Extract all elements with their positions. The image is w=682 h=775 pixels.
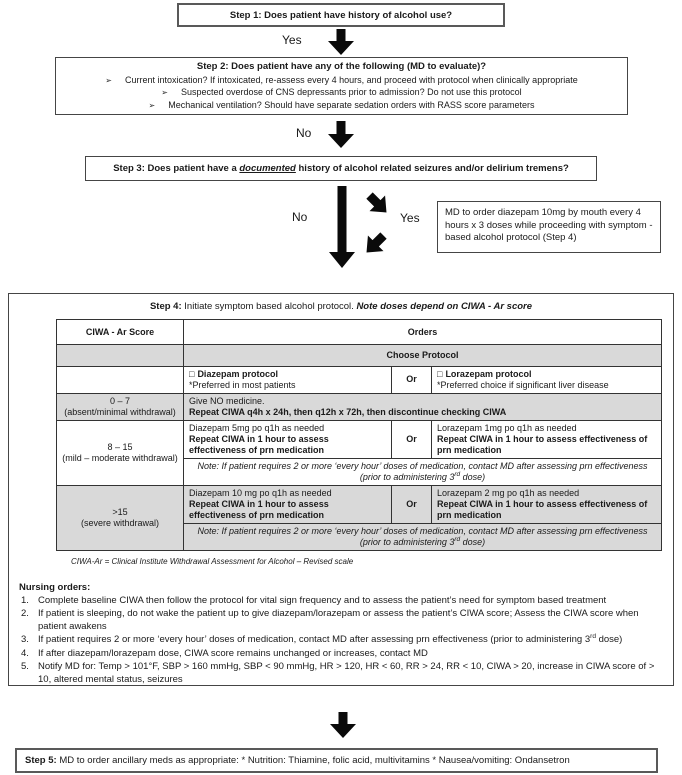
step4-box: Step 4: Initiate symptom based alcohol p… <box>8 293 674 686</box>
score-row-gt15: >15 (severe withdrawal) Diazepam 10 mg p… <box>56 484 663 551</box>
note-8-15-cell: Note: If patient requires 2 or more ‘eve… <box>182 457 663 486</box>
bullet-arrow-icon: ➢ <box>105 75 112 85</box>
diazepam-protocol-cell: □Diazepam protocol *Preferred in most pa… <box>183 366 392 394</box>
nursing-order-item: 2. If patient is sleeping, do not wake t… <box>21 608 639 632</box>
or-label: Or <box>391 366 432 394</box>
nursing-order-item: 3. If patient requires 2 or more ‘every … <box>21 633 623 646</box>
choose-protocol-label: Choose Protocol <box>182 344 663 367</box>
score-gt15-cell: >15 (severe withdrawal) <box>56 484 184 551</box>
lorazepam-gt15-cell: Lorazepam 2 mg po q1h as needed Repeat C… <box>430 484 663 524</box>
step2-bullet-1-text: Current intoxication? If intoxicated, re… <box>124 74 578 85</box>
or-label: Or <box>391 419 432 459</box>
step2-box: Step 2: Does patient have any of the fol… <box>55 57 628 115</box>
step1-text: Step 1: Does patient have history of alc… <box>229 9 453 21</box>
protocol-select-row: □Diazepam protocol *Preferred in most pa… <box>56 366 663 394</box>
score-0-7-cell: 0 – 7 (absent/minimal withdrawal) <box>56 392 184 421</box>
step1-box: Step 1: Does patient have history of alc… <box>177 3 505 27</box>
step3-text: Step 3: Does patient have a documented h… <box>113 163 569 174</box>
nursing-order-item: 5. Notify MD for: Temp > 101°F, SBP > 16… <box>21 661 655 685</box>
diazepam-8-15-cell: Diazepam 5mg po q1h as needed Repeat CIW… <box>183 419 392 459</box>
note-row-gt15: Note: If patient requires 2 or more ‘eve… <box>57 522 663 551</box>
lorazepam-preferred-note: *Preferred choice if significant liver d… <box>437 379 609 390</box>
diazepam-checkbox[interactable]: □ <box>189 369 195 379</box>
step2-bullet-3-text: Mechanical ventilation? Should have sepa… <box>168 99 535 110</box>
no-label-2: No <box>292 210 308 224</box>
step2-bullet-2: ➢ Suspected overdose of CNS depressants … <box>56 87 627 97</box>
ciwa-footnote: CIWA-Ar = Clinical Institute Withdrawal … <box>71 556 354 566</box>
choose-protocol-row: Choose Protocol <box>56 344 663 367</box>
step2-bullet-3: ➢ Mechanical ventilation? Should have se… <box>56 100 627 110</box>
diagonal-arrow-se-icon <box>366 192 387 213</box>
score-column-header: CIWA - Ar Score <box>56 319 184 345</box>
note-row-8-15: Note: If patient requires 2 or more ‘eve… <box>57 457 663 486</box>
diazepam-preferred-note: *Preferred in most patients <box>189 379 296 390</box>
down-arrow-icon <box>328 29 354 55</box>
diazepam-gt15-cell: Diazepam 10 mg po q1h as needed Repeat C… <box>183 484 392 524</box>
lorazepam-protocol-cell: □Lorazepam protocol *Preferred choice if… <box>430 366 663 394</box>
step4-title: Step 4: Initiate symptom based alcohol p… <box>149 301 533 312</box>
or-label: Or <box>391 484 432 524</box>
documented-emphasis: documented <box>239 163 296 174</box>
step2-bullet-1: ➢ Current intoxication? If intoxicated, … <box>56 75 627 85</box>
lorazepam-8-15-cell: Lorazepam 1mg po q1h as needed Repeat CI… <box>430 419 663 459</box>
bullet-arrow-icon: ➢ <box>148 100 156 110</box>
lorazepam-checkbox[interactable]: □ <box>437 369 443 379</box>
nursing-order-item: 1. Complete baseline CIWA then follow th… <box>21 594 607 606</box>
down-arrow-icon <box>330 712 356 738</box>
no-label-1: No <box>296 126 312 140</box>
table-header-row: CIWA - Ar Score Orders <box>56 319 663 345</box>
step5-text: Step 5: MD to order ancillary meds as ap… <box>25 755 570 766</box>
down-arrow-icon <box>328 121 354 148</box>
yes-label-2: Yes <box>400 211 420 225</box>
score-row-8-15: 8 – 15 (mild – moderate withdrawal) Diaz… <box>56 419 663 486</box>
diazepam-order-box: MD to order diazepam 10mg by mouth every… <box>437 201 661 253</box>
orders-0-7-cell: Give NO medicine. Repeat CIWA q4h x 24h,… <box>182 392 663 421</box>
score-row-0-7: 0 – 7 (absent/minimal withdrawal) Give N… <box>56 392 663 421</box>
diazepam-protocol-label: Diazepam protocol <box>197 369 278 379</box>
step2-bullet-2-text: Suspected overdose of CNS depressants pr… <box>181 87 522 97</box>
orders-column-header: Orders <box>182 319 663 345</box>
yes-label-1: Yes <box>282 33 302 47</box>
empty-cell <box>56 344 184 367</box>
step3-box: Step 3: Does patient have a documented h… <box>85 156 597 181</box>
ciwa-protocol-table: CIWA - Ar Score Orders Choose Protocol □… <box>56 319 663 551</box>
long-down-arrow-icon <box>329 186 355 268</box>
nursing-order-item: 4. If after diazepam/lorazepam dose, CIW… <box>21 647 428 659</box>
nursing-orders-title: Nursing orders: <box>19 581 91 593</box>
diagonal-arrow-sw-icon <box>366 232 387 253</box>
bullet-arrow-icon: ➢ <box>161 88 168 97</box>
empty-cell <box>56 366 184 394</box>
note-gt15-cell: Note: If patient requires 2 or more ‘eve… <box>182 522 663 551</box>
step5-box: Step 5: MD to order ancillary meds as ap… <box>15 748 658 773</box>
lorazepam-protocol-label: Lorazepam protocol <box>445 369 532 379</box>
step2-title: Step 2: Does patient have any of the fol… <box>196 61 487 72</box>
diazepam-order-text: MD to order diazepam 10mg by mouth every… <box>445 207 653 244</box>
score-8-15-cell: 8 – 15 (mild – moderate withdrawal) <box>56 419 184 486</box>
